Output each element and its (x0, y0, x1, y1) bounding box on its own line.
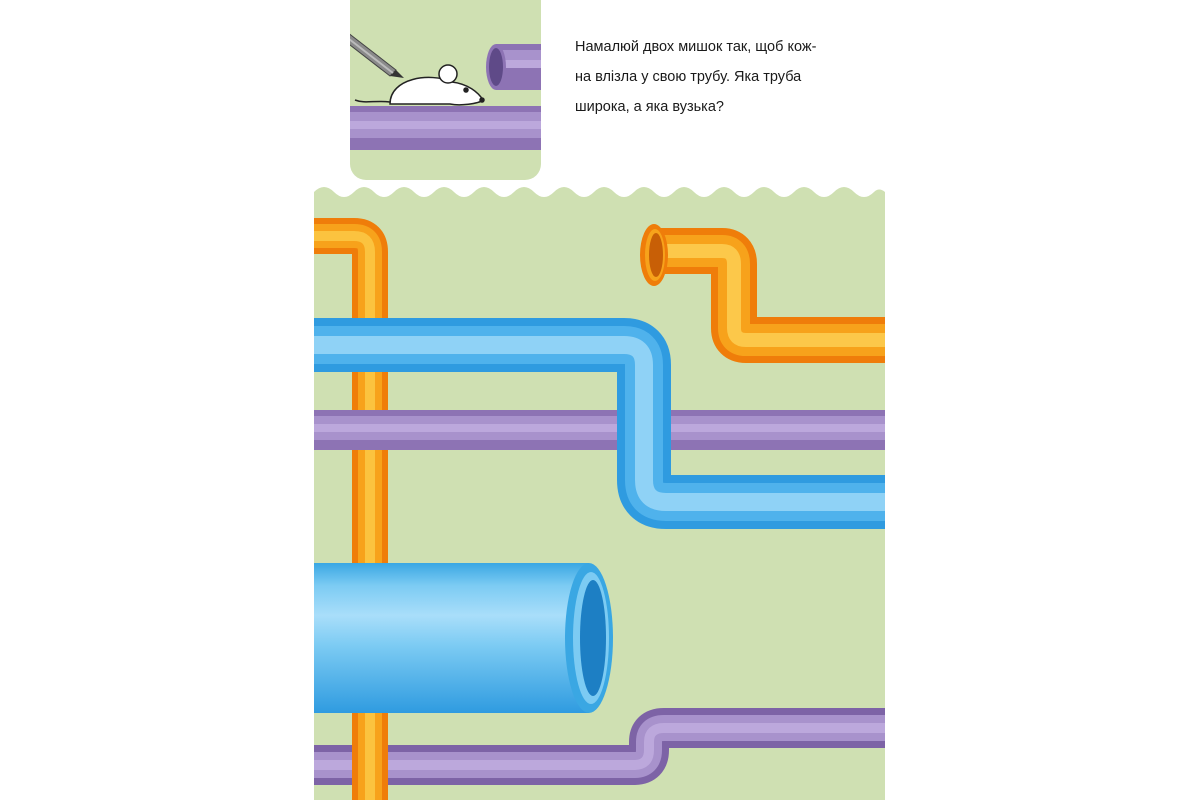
example-purple-pipe-bottom (350, 106, 541, 150)
pencil-icon (350, 33, 404, 78)
purple-pipe-bottom (314, 708, 885, 785)
example-illustration (350, 33, 541, 150)
instruction-text: Намалюй двох мишок так, щоб кож- на вліз… (575, 32, 875, 122)
example-card (350, 0, 541, 180)
instruction-line: на влізла у свою трубу. Яка труба (575, 69, 802, 85)
blue-pipe-wide (314, 563, 613, 713)
orange-pipe-right (640, 224, 885, 363)
pipe-panel (314, 180, 885, 800)
pipe-illustration (314, 187, 885, 800)
example-purple-pipe-top (486, 44, 541, 90)
mouse-drawing (354, 64, 485, 106)
instruction-line: Намалюй двох мишок так, щоб кож- (575, 39, 817, 55)
orange-pipe-left (314, 218, 388, 800)
instruction-line: широка, а яка вузька? (575, 99, 724, 115)
